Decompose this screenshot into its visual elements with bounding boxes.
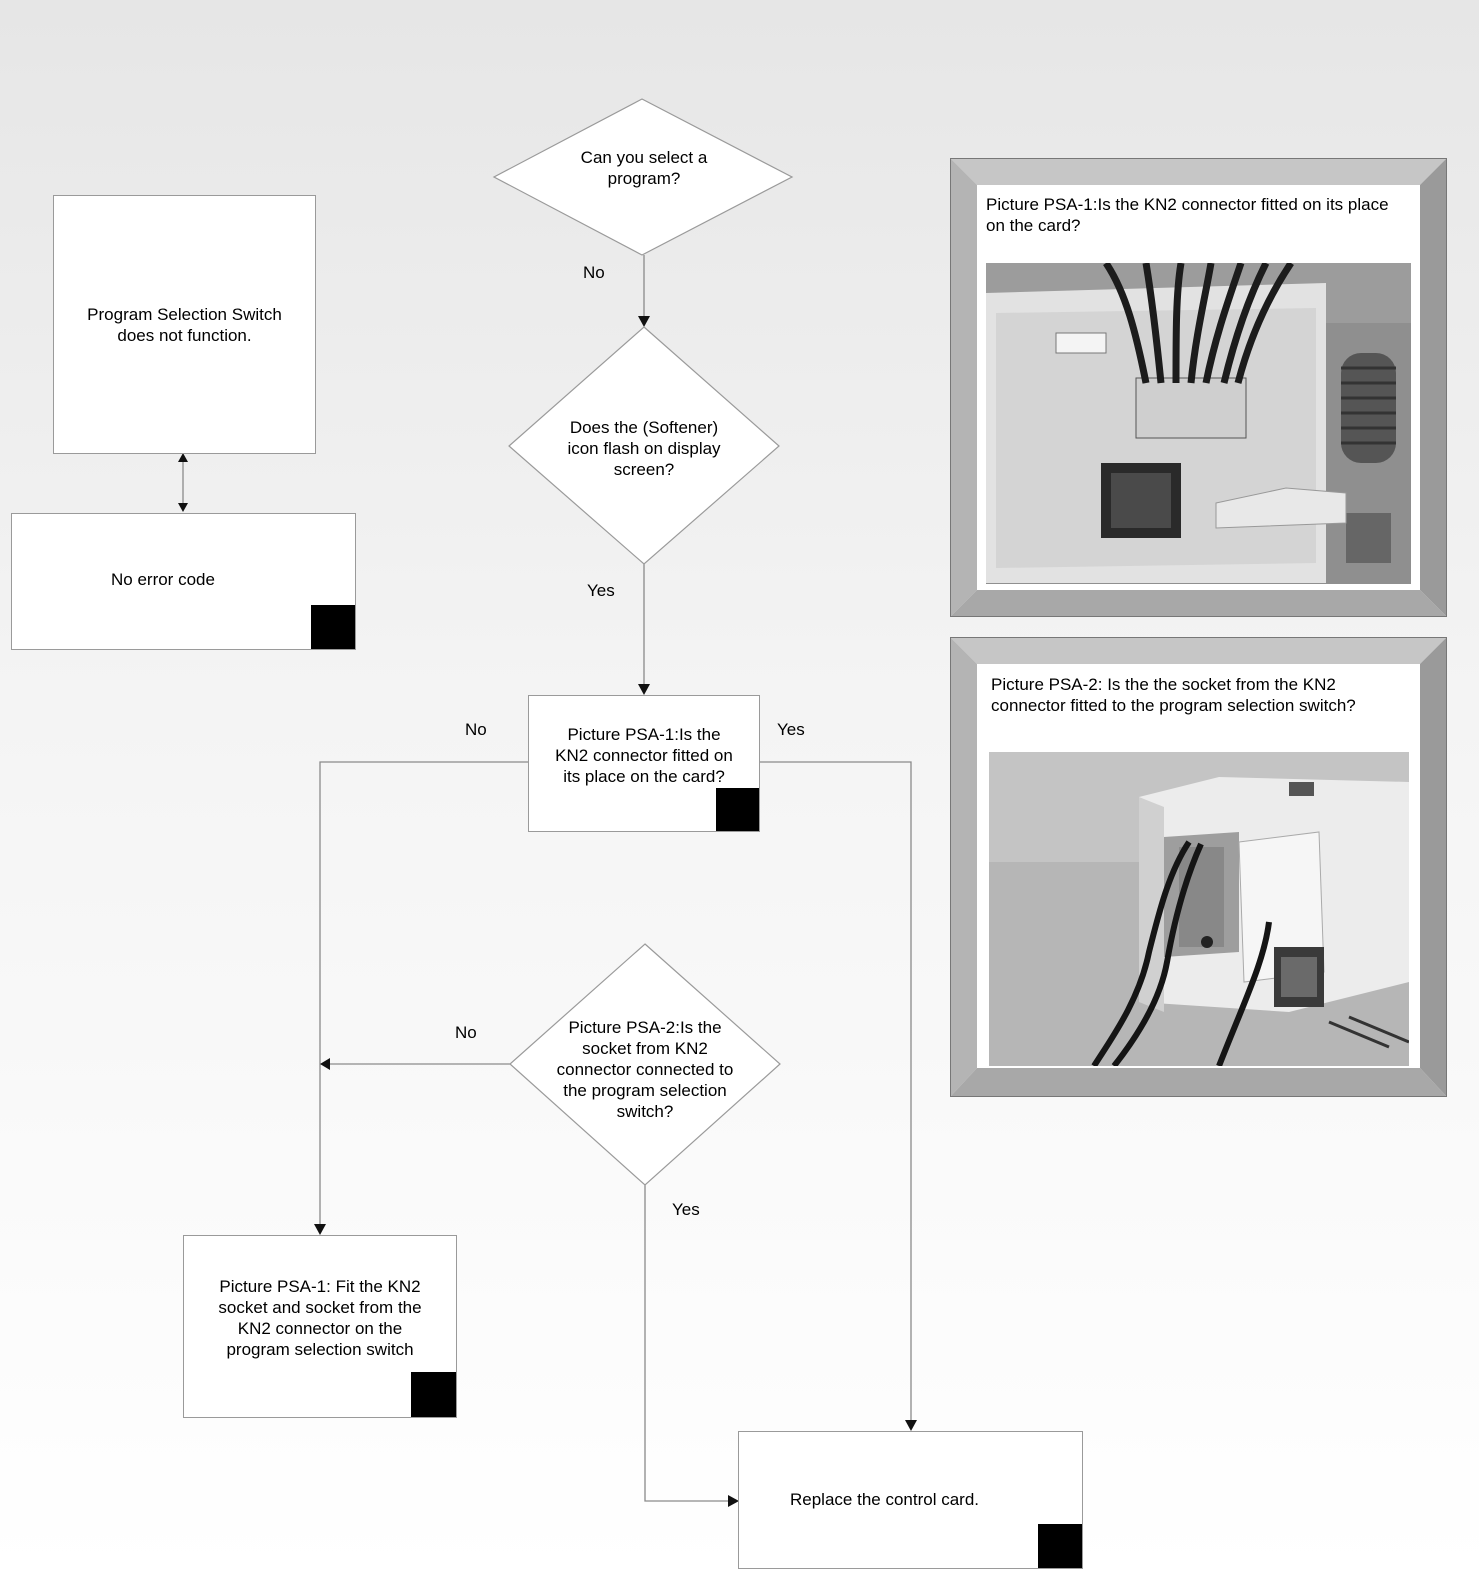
picture-psa-2-frame: Picture PSA-2: Is the the socket from th… <box>950 637 1447 1097</box>
no-error-code-text: No error code <box>111 570 215 589</box>
decision-q2-text: Does the (Softener) icon flash on displa… <box>567 417 721 479</box>
replace-control-card-box: Replace the control card. <box>738 1431 1083 1569</box>
decision-diamond-q2 <box>508 326 780 565</box>
fit-connector-box: Picture PSA-1: Fit the KN2 socket and so… <box>183 1235 457 1418</box>
box-corner-mark <box>311 605 355 649</box>
arrowhead <box>905 1420 917 1431</box>
decision-q4-text: Picture PSA-2:Is the socket from KN2 con… <box>556 1017 734 1121</box>
q4-no-label: No <box>455 1023 477 1042</box>
picture-psa-1-frame: Picture PSA-1:Is the KN2 connector fitte… <box>950 158 1447 617</box>
replace-control-card-text: Replace the control card. <box>790 1490 979 1509</box>
fit-connector-text: Picture PSA-1: Fit the KN2 socket and so… <box>218 1276 422 1359</box>
arrowhead <box>178 503 188 512</box>
decision-q3-text: Picture PSA-1:Is the KN2 connector fitte… <box>555 725 733 786</box>
picture-psa-2-caption: Picture PSA-2: Is the the socket from th… <box>991 675 1356 715</box>
decision-diamond-q4 <box>509 943 781 1186</box>
arrowhead <box>314 1224 326 1235</box>
picture-psa-1-photo <box>986 263 1411 584</box>
decision-diamond-q1 <box>492 98 794 256</box>
arrowhead <box>320 1058 330 1070</box>
q4-yes-label: Yes <box>672 1200 700 1219</box>
q3-yes-label: Yes <box>777 720 805 739</box>
box-corner-mark <box>411 1372 456 1417</box>
decision-q1-text: Can you select a program? <box>580 148 708 188</box>
q2-yes-label: Yes <box>587 581 615 600</box>
arrowhead <box>178 453 188 462</box>
no-error-code-box: No error code <box>11 513 356 650</box>
arrowhead <box>638 316 650 327</box>
arrowhead <box>728 1495 739 1507</box>
q1-no-label: No <box>583 263 605 282</box>
picture-psa-1-caption: Picture PSA-1:Is the KN2 connector fitte… <box>986 195 1389 235</box>
start-box-text: Program Selection Switch does not functi… <box>87 304 282 345</box>
start-box: Program Selection Switch does not functi… <box>53 195 316 454</box>
q3-no-label: No <box>465 720 487 739</box>
arrowhead <box>638 684 650 695</box>
box-corner-mark <box>716 788 759 831</box>
box-corner-mark <box>1038 1524 1082 1568</box>
picture-psa-2-photo <box>989 752 1409 1066</box>
decision-q3-box: Picture PSA-1:Is the KN2 connector fitte… <box>528 695 760 832</box>
